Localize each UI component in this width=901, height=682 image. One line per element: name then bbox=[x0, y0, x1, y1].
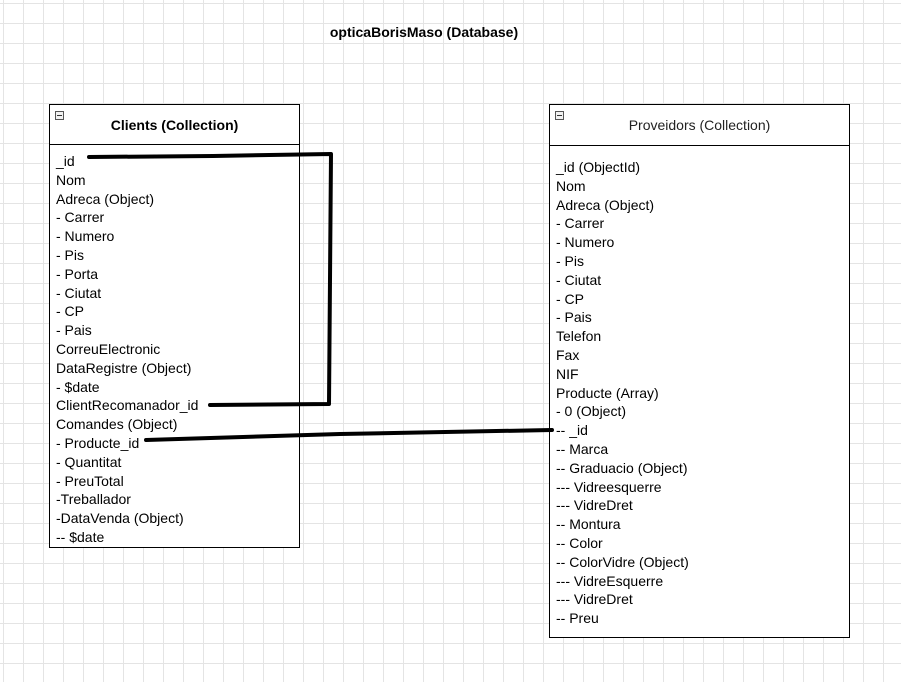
field: - Porta bbox=[56, 265, 99, 282]
field: - CP bbox=[556, 290, 584, 307]
field: -DataVenda (Object) bbox=[56, 510, 184, 527]
field: - Pais bbox=[556, 309, 592, 326]
clients-header: Clients (Collection) bbox=[50, 105, 299, 145]
field: - Quantitat bbox=[56, 453, 122, 470]
field: _id bbox=[56, 153, 75, 169]
field: - Numero bbox=[56, 228, 115, 245]
field: - Numero bbox=[556, 234, 615, 251]
field: -Treballador bbox=[56, 491, 131, 508]
clients-title: Clients (Collection) bbox=[110, 116, 239, 133]
field: Nom bbox=[56, 171, 86, 188]
field: - Pis bbox=[556, 252, 584, 269]
field: CorreuElectronic bbox=[56, 340, 161, 357]
field: --- Vidreesquerre bbox=[556, 478, 662, 495]
field: Nom bbox=[556, 177, 586, 194]
field: - 0 (Object) bbox=[556, 403, 627, 420]
field: - Pais bbox=[56, 322, 92, 339]
field: - CP bbox=[56, 303, 84, 320]
field: Producte (Array) bbox=[556, 384, 659, 401]
field: Adreca (Object) bbox=[56, 190, 155, 207]
field: -- _id bbox=[556, 422, 588, 439]
field: - Pis bbox=[56, 246, 84, 263]
field: DataRegistre (Object) bbox=[56, 359, 192, 376]
field: Adreca (Object) bbox=[556, 196, 655, 213]
field: -- Marca bbox=[556, 440, 609, 457]
collapse-icon[interactable] bbox=[555, 111, 564, 120]
field: Fax bbox=[556, 346, 580, 363]
field: - Ciutat bbox=[56, 284, 102, 301]
field: - Ciutat bbox=[556, 271, 602, 288]
field: -- Preu bbox=[556, 610, 599, 627]
proveidors-field-list: _id (ObjectId) Nom Adreca (Object) - Car… bbox=[556, 158, 845, 628]
field: - $date bbox=[56, 378, 100, 395]
field: - Producte_id bbox=[56, 434, 140, 451]
field: - PreuTotal bbox=[56, 472, 124, 489]
proveidors-collection-box[interactable]: Proveidors (Collection) _id (ObjectId) N… bbox=[549, 104, 850, 638]
field: _id (ObjectId) bbox=[556, 159, 641, 175]
field: -- Color bbox=[556, 534, 603, 551]
field: -- Montura bbox=[556, 516, 621, 533]
proveidors-title: Proveidors (Collection) bbox=[628, 117, 771, 133]
field: Telefon bbox=[556, 328, 602, 345]
proveidors-header: Proveidors (Collection) bbox=[550, 105, 849, 146]
clients-field-list: _id Nom Adreca (Object) - Carrer - Numer… bbox=[56, 152, 295, 547]
field: ClientRecomanador_id bbox=[56, 397, 199, 414]
field: --- VidreDret bbox=[556, 591, 633, 608]
field: Comandes (Object) bbox=[56, 416, 178, 433]
field: --- VidreDret bbox=[556, 497, 633, 514]
database-title: opticaBorisMaso (Database) bbox=[329, 24, 519, 40]
field: -- $date bbox=[56, 528, 105, 545]
field: NIF bbox=[556, 365, 579, 382]
field: --- VidreEsquerre bbox=[556, 572, 664, 589]
field: -- Graduacio (Object) bbox=[556, 459, 688, 476]
field: - Carrer bbox=[56, 209, 105, 226]
field: - Carrer bbox=[556, 215, 605, 232]
field: -- ColorVidre (Object) bbox=[556, 553, 689, 570]
collapse-icon[interactable] bbox=[55, 111, 64, 120]
clients-collection-box[interactable]: Clients (Collection) _id Nom Adreca (Obj… bbox=[49, 104, 300, 548]
